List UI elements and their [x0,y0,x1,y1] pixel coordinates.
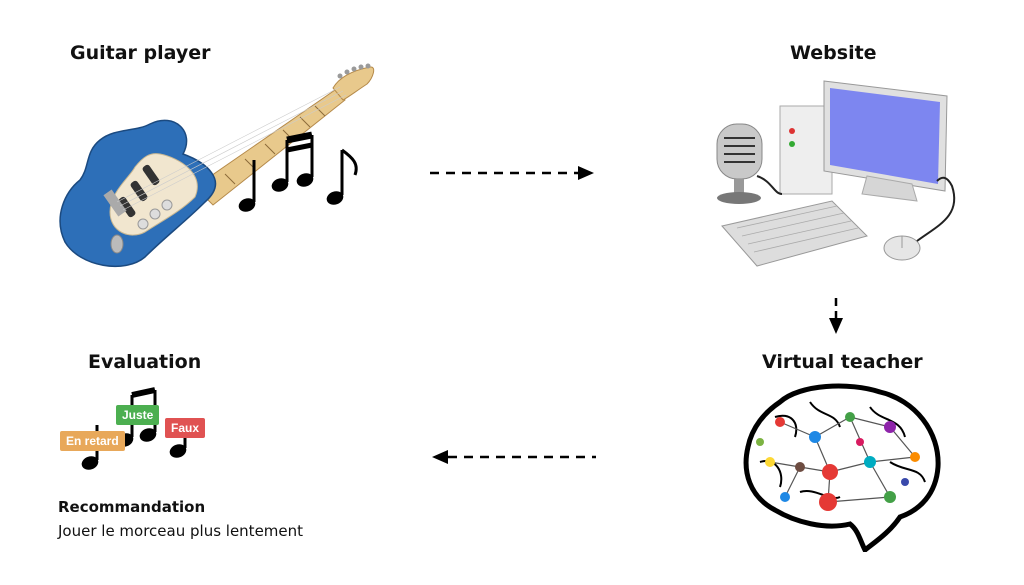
badge-late: En retard [60,431,125,451]
arrow-teacher-to-evaluation [432,450,596,464]
music-notes-icon [238,131,358,212]
arrow-guitar-to-website [430,166,594,180]
node-title-website: Website [790,42,877,64]
microphone-icon [716,123,783,204]
desktop-computer-icon [716,80,956,267]
badge-wrong: Faux [165,418,206,438]
recommendation-text: Jouer le morceau plus lentement [58,522,304,540]
node-title-evaluation: Evaluation [88,351,202,373]
recommendation-title: Recommandation [58,498,206,516]
node-title-virtual-teacher: Virtual teacher [762,351,923,373]
brain-network-icon [743,383,941,552]
badge-correct: Juste [116,405,160,425]
electric-guitar-icon [59,63,375,268]
node-title-guitar-player: Guitar player [70,42,211,64]
arrow-website-to-teacher [829,298,843,334]
evaluation-music-notes-icon [81,387,187,470]
